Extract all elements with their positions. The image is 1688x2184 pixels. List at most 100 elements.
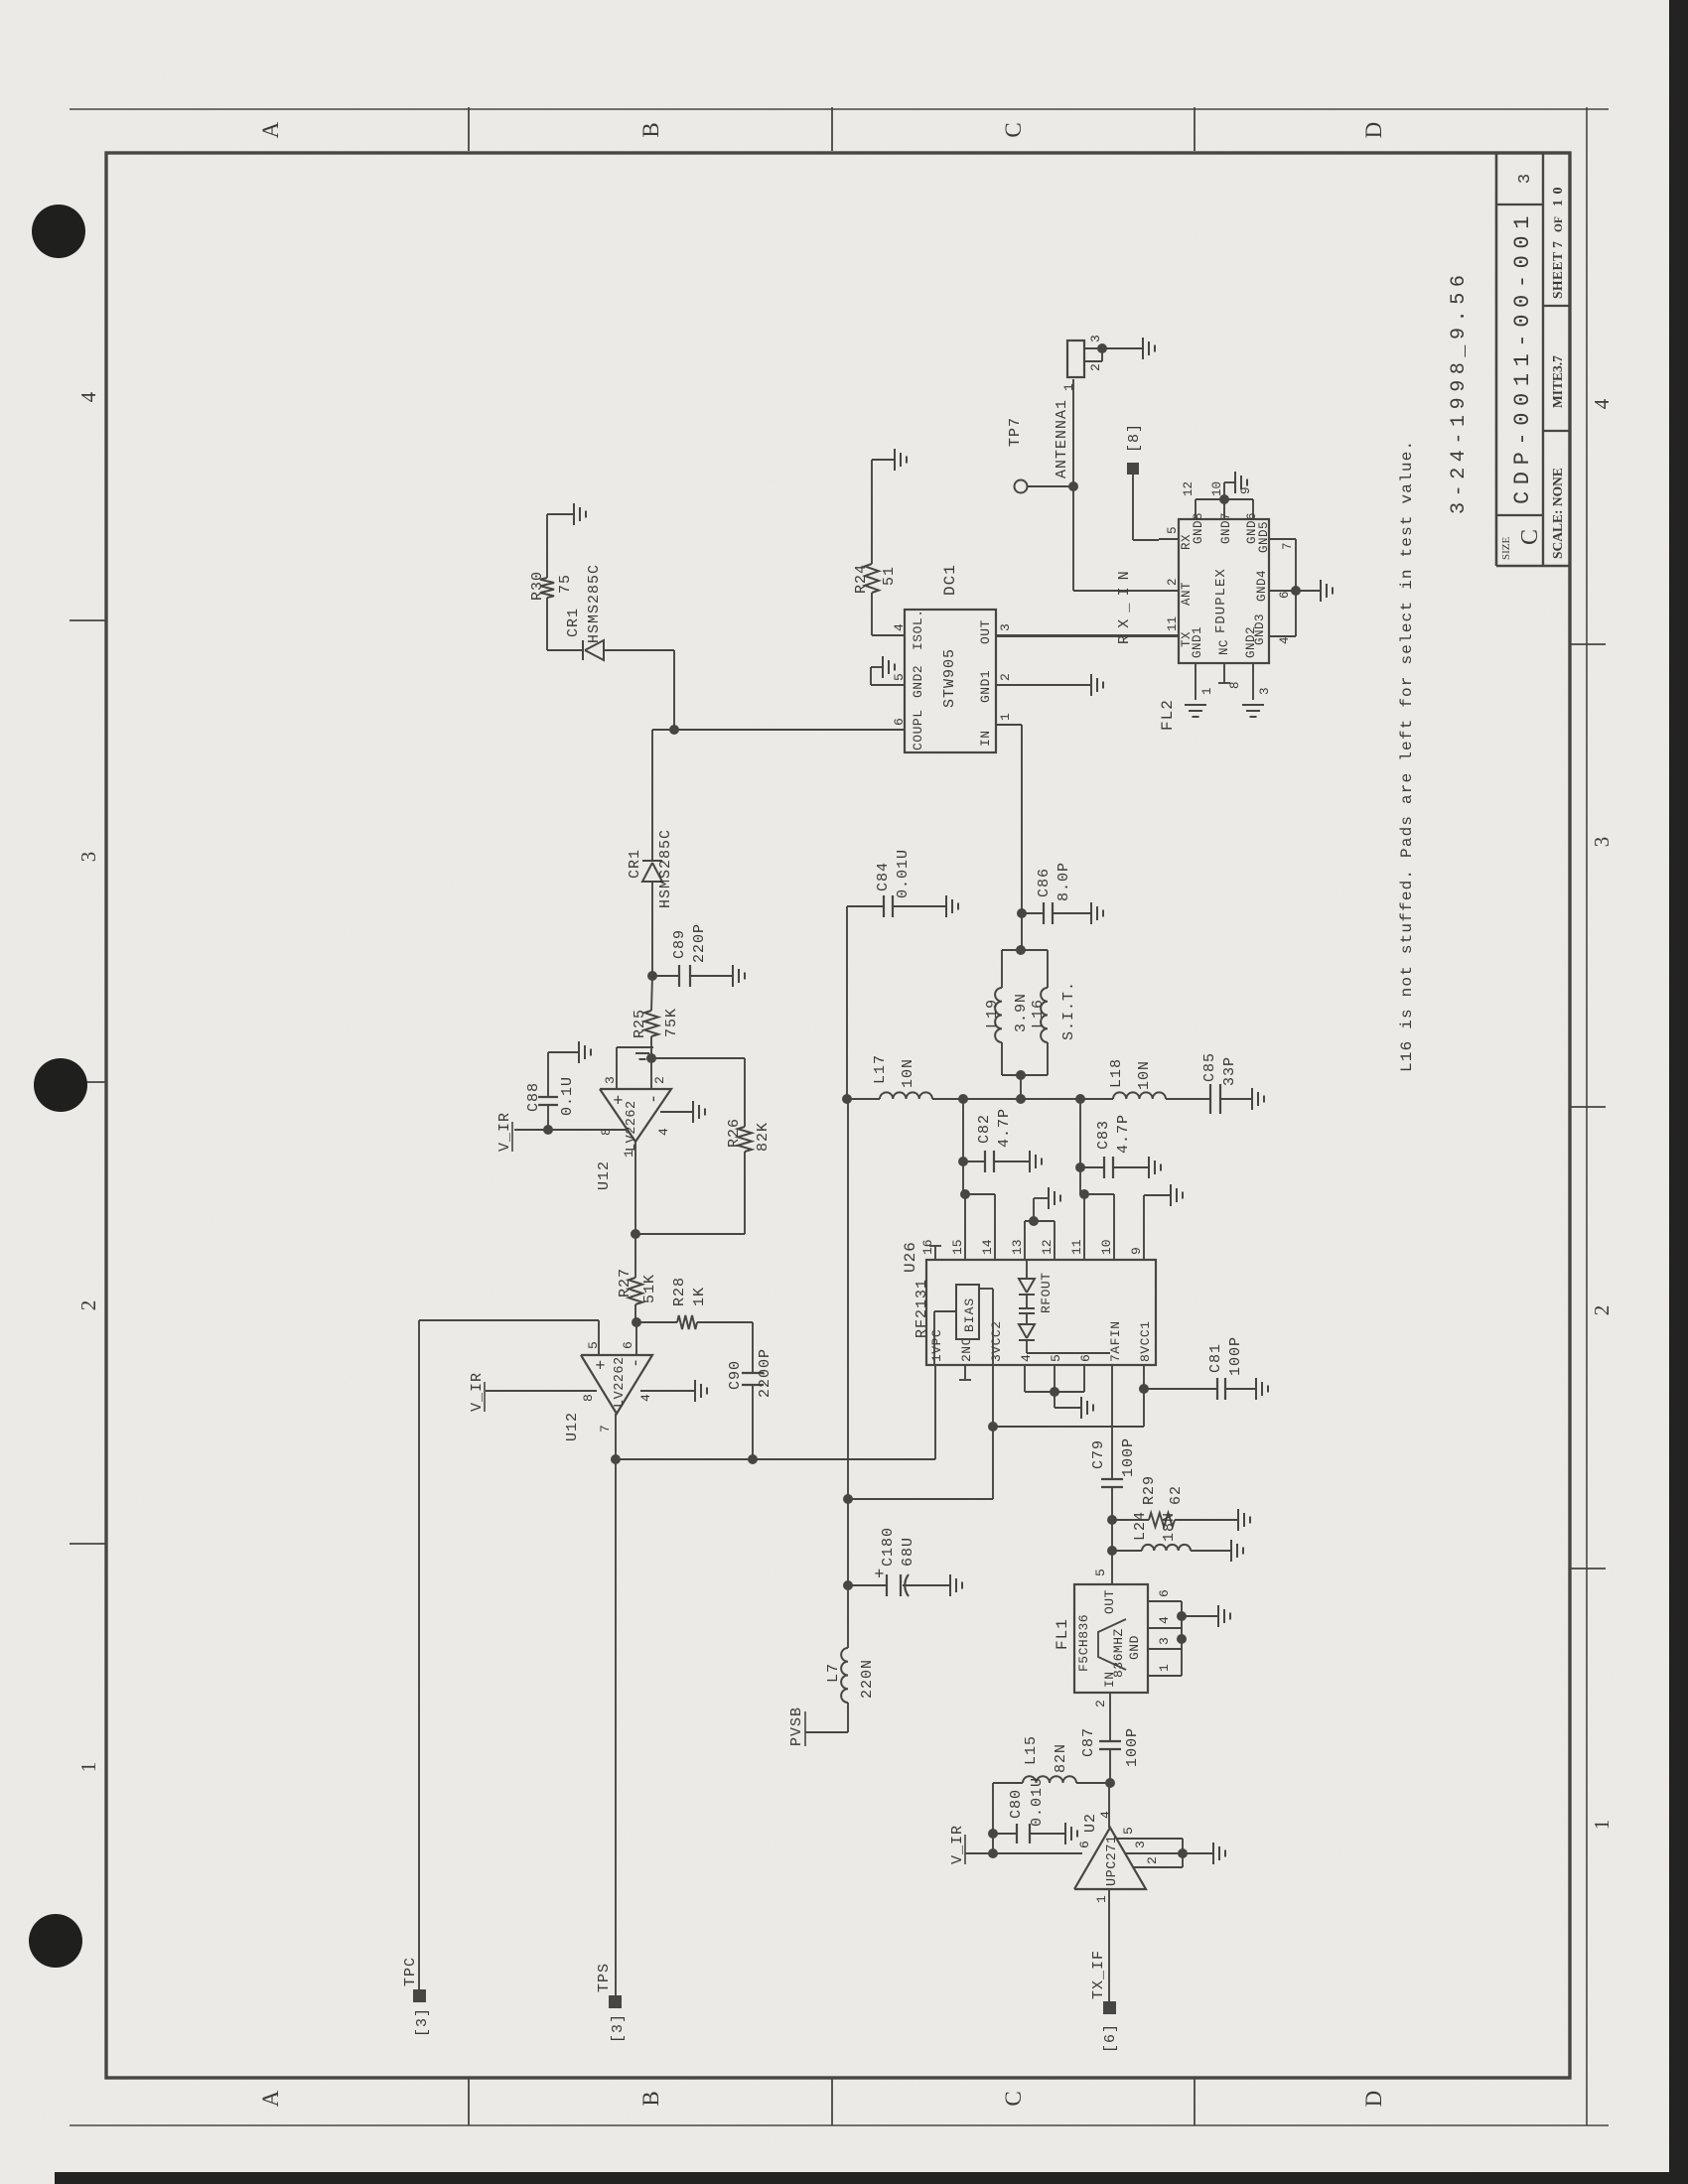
svg-text:6: 6 <box>1077 1841 1092 1848</box>
svg-text:GND5: GND5 <box>1257 521 1271 553</box>
svg-text:U26: U26 <box>902 1241 919 1273</box>
svg-text:13: 13 <box>1010 1239 1025 1255</box>
svg-text:4: 4 <box>892 623 907 631</box>
svg-text:STW905: STW905 <box>941 648 958 708</box>
svg-text:U2: U2 <box>1082 1813 1099 1833</box>
svg-text:82N: 82N <box>1053 1743 1069 1773</box>
svg-text:3VCC2: 3VCC2 <box>989 1320 1004 1362</box>
svg-text:C82: C82 <box>976 1114 993 1144</box>
svg-text:C: C <box>1001 122 1026 137</box>
svg-text:RX_IN: RX_IN <box>1116 564 1133 644</box>
svg-text:LV2262: LV2262 <box>613 1356 628 1408</box>
svg-text:OUT: OUT <box>978 619 993 644</box>
svg-text:1: 1 <box>1200 687 1214 695</box>
svg-text:75: 75 <box>557 574 574 594</box>
svg-text:220N: 220N <box>859 1659 876 1699</box>
svg-text:FDUPLEX: FDUPLEX <box>1213 568 1229 633</box>
svg-text:9: 9 <box>1239 486 1253 494</box>
svg-text:SIZE: SIZE <box>1500 537 1512 561</box>
svg-text:4: 4 <box>1098 1811 1113 1819</box>
svg-text:3: 3 <box>1133 1841 1148 1848</box>
svg-text:RF2131: RF2131 <box>914 1279 930 1338</box>
svg-text:4: 4 <box>76 391 100 402</box>
svg-text:2NC: 2NC <box>959 1337 974 1362</box>
svg-text:BIAS: BIAS <box>962 1297 977 1332</box>
svg-text:GND3: GND3 <box>1253 614 1267 645</box>
svg-text:C80: C80 <box>1008 1789 1025 1819</box>
svg-text:5: 5 <box>1093 1569 1108 1576</box>
svg-text:L19: L19 <box>984 999 1001 1028</box>
svg-text:HSMS285C: HSMS285C <box>586 564 603 643</box>
svg-text:C90: C90 <box>727 1360 744 1390</box>
svg-text:L16 is not stuffed. Pads are l: L16 is not stuffed. Pads are left for se… <box>1398 440 1416 1072</box>
svg-text:R24: R24 <box>853 564 870 594</box>
svg-text:1K: 1K <box>691 1287 708 1306</box>
svg-text:100P: 100P <box>1124 1727 1141 1767</box>
svg-text:3.9N: 3.9N <box>1013 993 1030 1032</box>
svg-text:4: 4 <box>1278 636 1292 644</box>
svg-text:5: 5 <box>1049 1354 1063 1362</box>
svg-text:GND1: GND1 <box>1191 626 1204 658</box>
svg-text:3: 3 <box>1088 335 1103 342</box>
svg-text:TPS: TPS <box>596 1963 613 1992</box>
svg-text:220P: 220P <box>691 923 708 963</box>
svg-text:U12: U12 <box>564 1412 581 1441</box>
svg-text:D: D <box>1361 2091 1386 2108</box>
svg-text:3: 3 <box>1590 837 1614 848</box>
svg-text:L16: L16 <box>1030 999 1047 1028</box>
svg-text:R25: R25 <box>632 1009 648 1038</box>
svg-text:L15: L15 <box>1023 1735 1040 1765</box>
svg-text:2: 2 <box>652 1076 667 1084</box>
svg-text:B: B <box>638 122 663 137</box>
svg-text:10N: 10N <box>900 1058 916 1088</box>
svg-text:IN: IN <box>1102 1671 1117 1688</box>
svg-text:1: 1 <box>76 1762 100 1773</box>
svg-text:6: 6 <box>1078 1354 1093 1362</box>
svg-text:PVSB: PVSB <box>788 1706 805 1746</box>
svg-text:3: 3 <box>76 852 100 863</box>
svg-text:FL1: FL1 <box>1054 1618 1071 1650</box>
svg-text:4: 4 <box>638 1394 653 1402</box>
svg-text:12: 12 <box>1040 1239 1055 1255</box>
svg-text:33P: 33P <box>1221 1056 1238 1086</box>
svg-text:1: 1 <box>1061 383 1076 391</box>
svg-text:V_IR: V_IR <box>949 1825 966 1864</box>
svg-text:R26: R26 <box>726 1118 743 1148</box>
svg-text:D: D <box>1361 122 1386 139</box>
svg-text:1 0: 1 0 <box>1551 187 1566 207</box>
svg-text:B: B <box>638 2091 663 2106</box>
svg-text:CDP-0011-00-001: CDP-0011-00-001 <box>1510 209 1535 504</box>
svg-text:[8]: [8] <box>1126 423 1143 453</box>
svg-text:[3]: [3] <box>414 2007 431 2037</box>
svg-text:2: 2 <box>1145 1856 1160 1864</box>
svg-text:C: C <box>1001 2091 1026 2106</box>
svg-text:GND8: GND8 <box>1192 512 1205 544</box>
svg-text:10: 10 <box>1099 1239 1114 1255</box>
svg-text:68U: 68U <box>900 1537 916 1567</box>
svg-text:8VCC1: 8VCC1 <box>1138 1320 1153 1362</box>
svg-text:[6]: [6] <box>1102 2023 1119 2053</box>
svg-text:5: 5 <box>1121 1827 1136 1835</box>
svg-text:8.0P: 8.0P <box>1055 862 1072 901</box>
svg-text:C85: C85 <box>1201 1052 1218 1082</box>
svg-text:SCALE: NONE: SCALE: NONE <box>1550 468 1565 559</box>
svg-text:4.7P: 4.7P <box>1115 1114 1132 1154</box>
svg-text:R30: R30 <box>529 571 546 601</box>
svg-text:2: 2 <box>1093 1700 1108 1707</box>
svg-text:C84: C84 <box>875 862 892 891</box>
svg-text:TP7: TP7 <box>1007 417 1024 447</box>
svg-text:6: 6 <box>621 1341 635 1349</box>
svg-text:GND7: GND7 <box>1219 512 1233 544</box>
svg-text:-: - <box>645 1094 664 1104</box>
svg-text:A: A <box>258 121 283 138</box>
svg-text:GND1: GND1 <box>978 670 993 703</box>
svg-text:C87: C87 <box>1080 1727 1097 1757</box>
svg-text:L17: L17 <box>872 1054 889 1084</box>
svg-text:2200P: 2200P <box>757 1348 774 1398</box>
svg-text:ISOL.: ISOL. <box>911 609 925 650</box>
svg-text:GND4: GND4 <box>1255 570 1269 602</box>
svg-text:0.01U: 0.01U <box>1029 1777 1046 1827</box>
svg-text:[3]: [3] <box>610 2013 627 2043</box>
svg-text:LV2262: LV2262 <box>625 1100 639 1152</box>
svg-text:OF: OF <box>1553 216 1565 232</box>
